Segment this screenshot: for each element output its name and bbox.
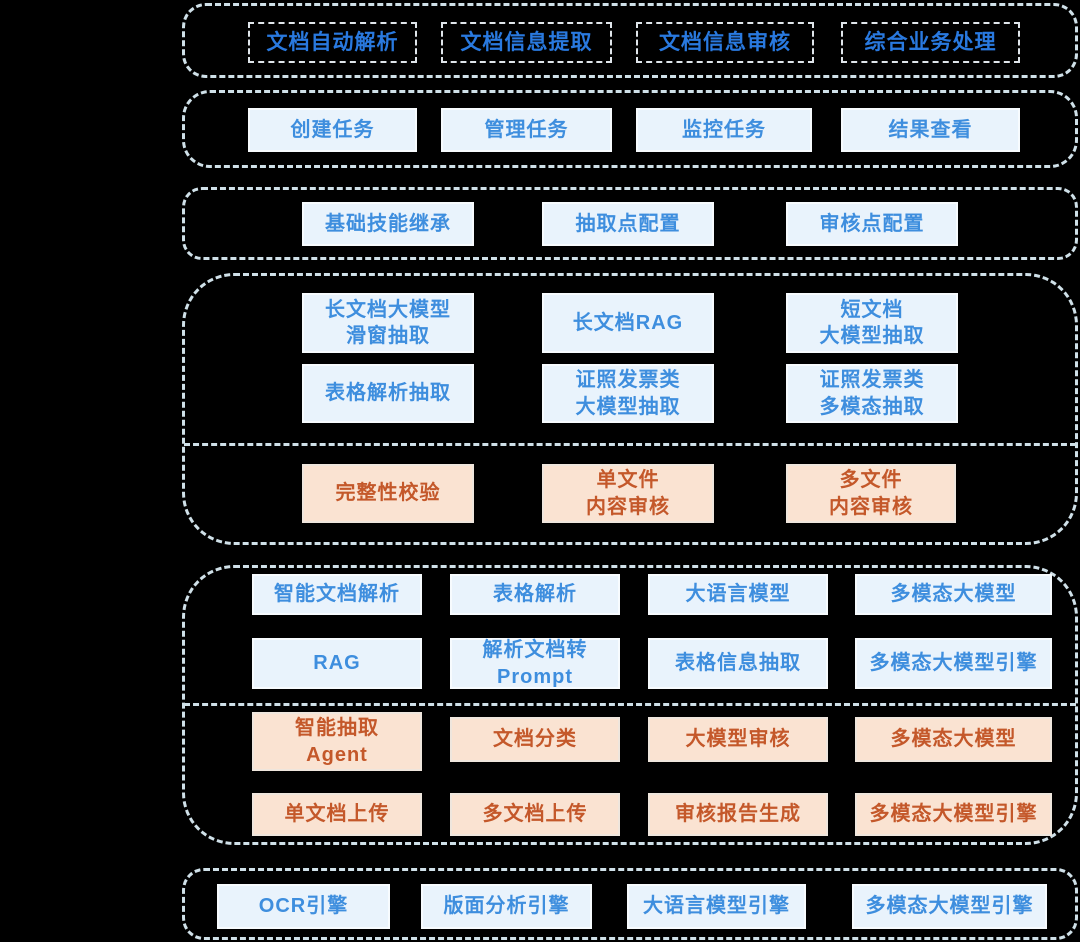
node-doc-info-audit: 文档信息审核 (636, 22, 814, 63)
node-rag: RAG (252, 638, 422, 689)
node-long-doc-llm-sliding-window-extraction: 长文档大模型 滑窗抽取 (302, 293, 474, 353)
node-audit-point-config: 审核点配置 (786, 202, 958, 246)
node-doc-classification: 文档分类 (450, 717, 620, 762)
capability-layer-container (182, 565, 1078, 845)
node-basic-skill-inheritance: 基础技能继承 (302, 202, 474, 246)
node-single-file-content-audit: 单文件 内容审核 (542, 464, 714, 523)
node-monitor-task: 监控任务 (636, 108, 812, 152)
node-parsed-doc-to-prompt: 解析文档转 Prompt (450, 638, 620, 689)
node-license-invoice-llm-extraction: 证照发票类 大模型抽取 (542, 364, 714, 423)
node-table-info-extraction: 表格信息抽取 (648, 638, 828, 689)
node-intelligent-extraction-agent: 智能抽取 Agent (252, 712, 422, 771)
node-doc-auto-parse: 文档自动解析 (248, 22, 417, 63)
config-layer-container (182, 187, 1078, 260)
node-view-results: 结果查看 (841, 108, 1020, 152)
node-multimodal-llm-engine-orange: 多模态大模型引擎 (855, 793, 1052, 836)
node-intelligent-doc-parse: 智能文档解析 (252, 574, 422, 615)
extraction-audit-layer-container (182, 273, 1078, 545)
node-llm: 大语言模型 (648, 574, 828, 615)
node-audit-report-generation: 审核报告生成 (648, 793, 828, 836)
node-llm-audit: 大模型审核 (648, 717, 828, 762)
application-layer-container (182, 3, 1078, 78)
node-multimodal-llm: 多模态大模型 (855, 574, 1052, 615)
capability-divider (184, 703, 1076, 706)
extraction-audit-divider (184, 443, 1076, 446)
node-multi-file-content-audit: 多文件 内容审核 (786, 464, 956, 523)
node-llm-engine: 大语言模型引擎 (627, 884, 806, 929)
node-table-parse: 表格解析 (450, 574, 620, 615)
node-multimodal-llm-engine-bottom: 多模态大模型引擎 (852, 884, 1047, 929)
task-layer-container (182, 90, 1078, 168)
node-manage-task: 管理任务 (441, 108, 612, 152)
node-create-task: 创建任务 (248, 108, 417, 152)
node-table-parse-extraction: 表格解析抽取 (302, 364, 474, 423)
node-single-doc-upload: 单文档上传 (252, 793, 422, 836)
node-doc-info-extraction: 文档信息提取 (441, 22, 612, 63)
node-layout-analysis-engine: 版面分析引擎 (421, 884, 592, 929)
node-short-doc-llm-extraction: 短文档 大模型抽取 (786, 293, 958, 353)
node-ocr-engine: OCR引擎 (217, 884, 390, 929)
node-multimodal-llm-orange: 多模态大模型 (855, 717, 1052, 762)
engine-layer-container (182, 868, 1078, 940)
node-integrity-check: 完整性校验 (302, 464, 474, 523)
node-license-invoice-multimodal-extraction: 证照发票类 多模态抽取 (786, 364, 958, 423)
node-long-doc-rag: 长文档RAG (542, 293, 714, 353)
node-multi-doc-upload: 多文档上传 (450, 793, 620, 836)
node-comprehensive-business-processing: 综合业务处理 (841, 22, 1020, 63)
node-multimodal-llm-engine-blue: 多模态大模型引擎 (855, 638, 1052, 689)
node-extraction-point-config: 抽取点配置 (542, 202, 714, 246)
